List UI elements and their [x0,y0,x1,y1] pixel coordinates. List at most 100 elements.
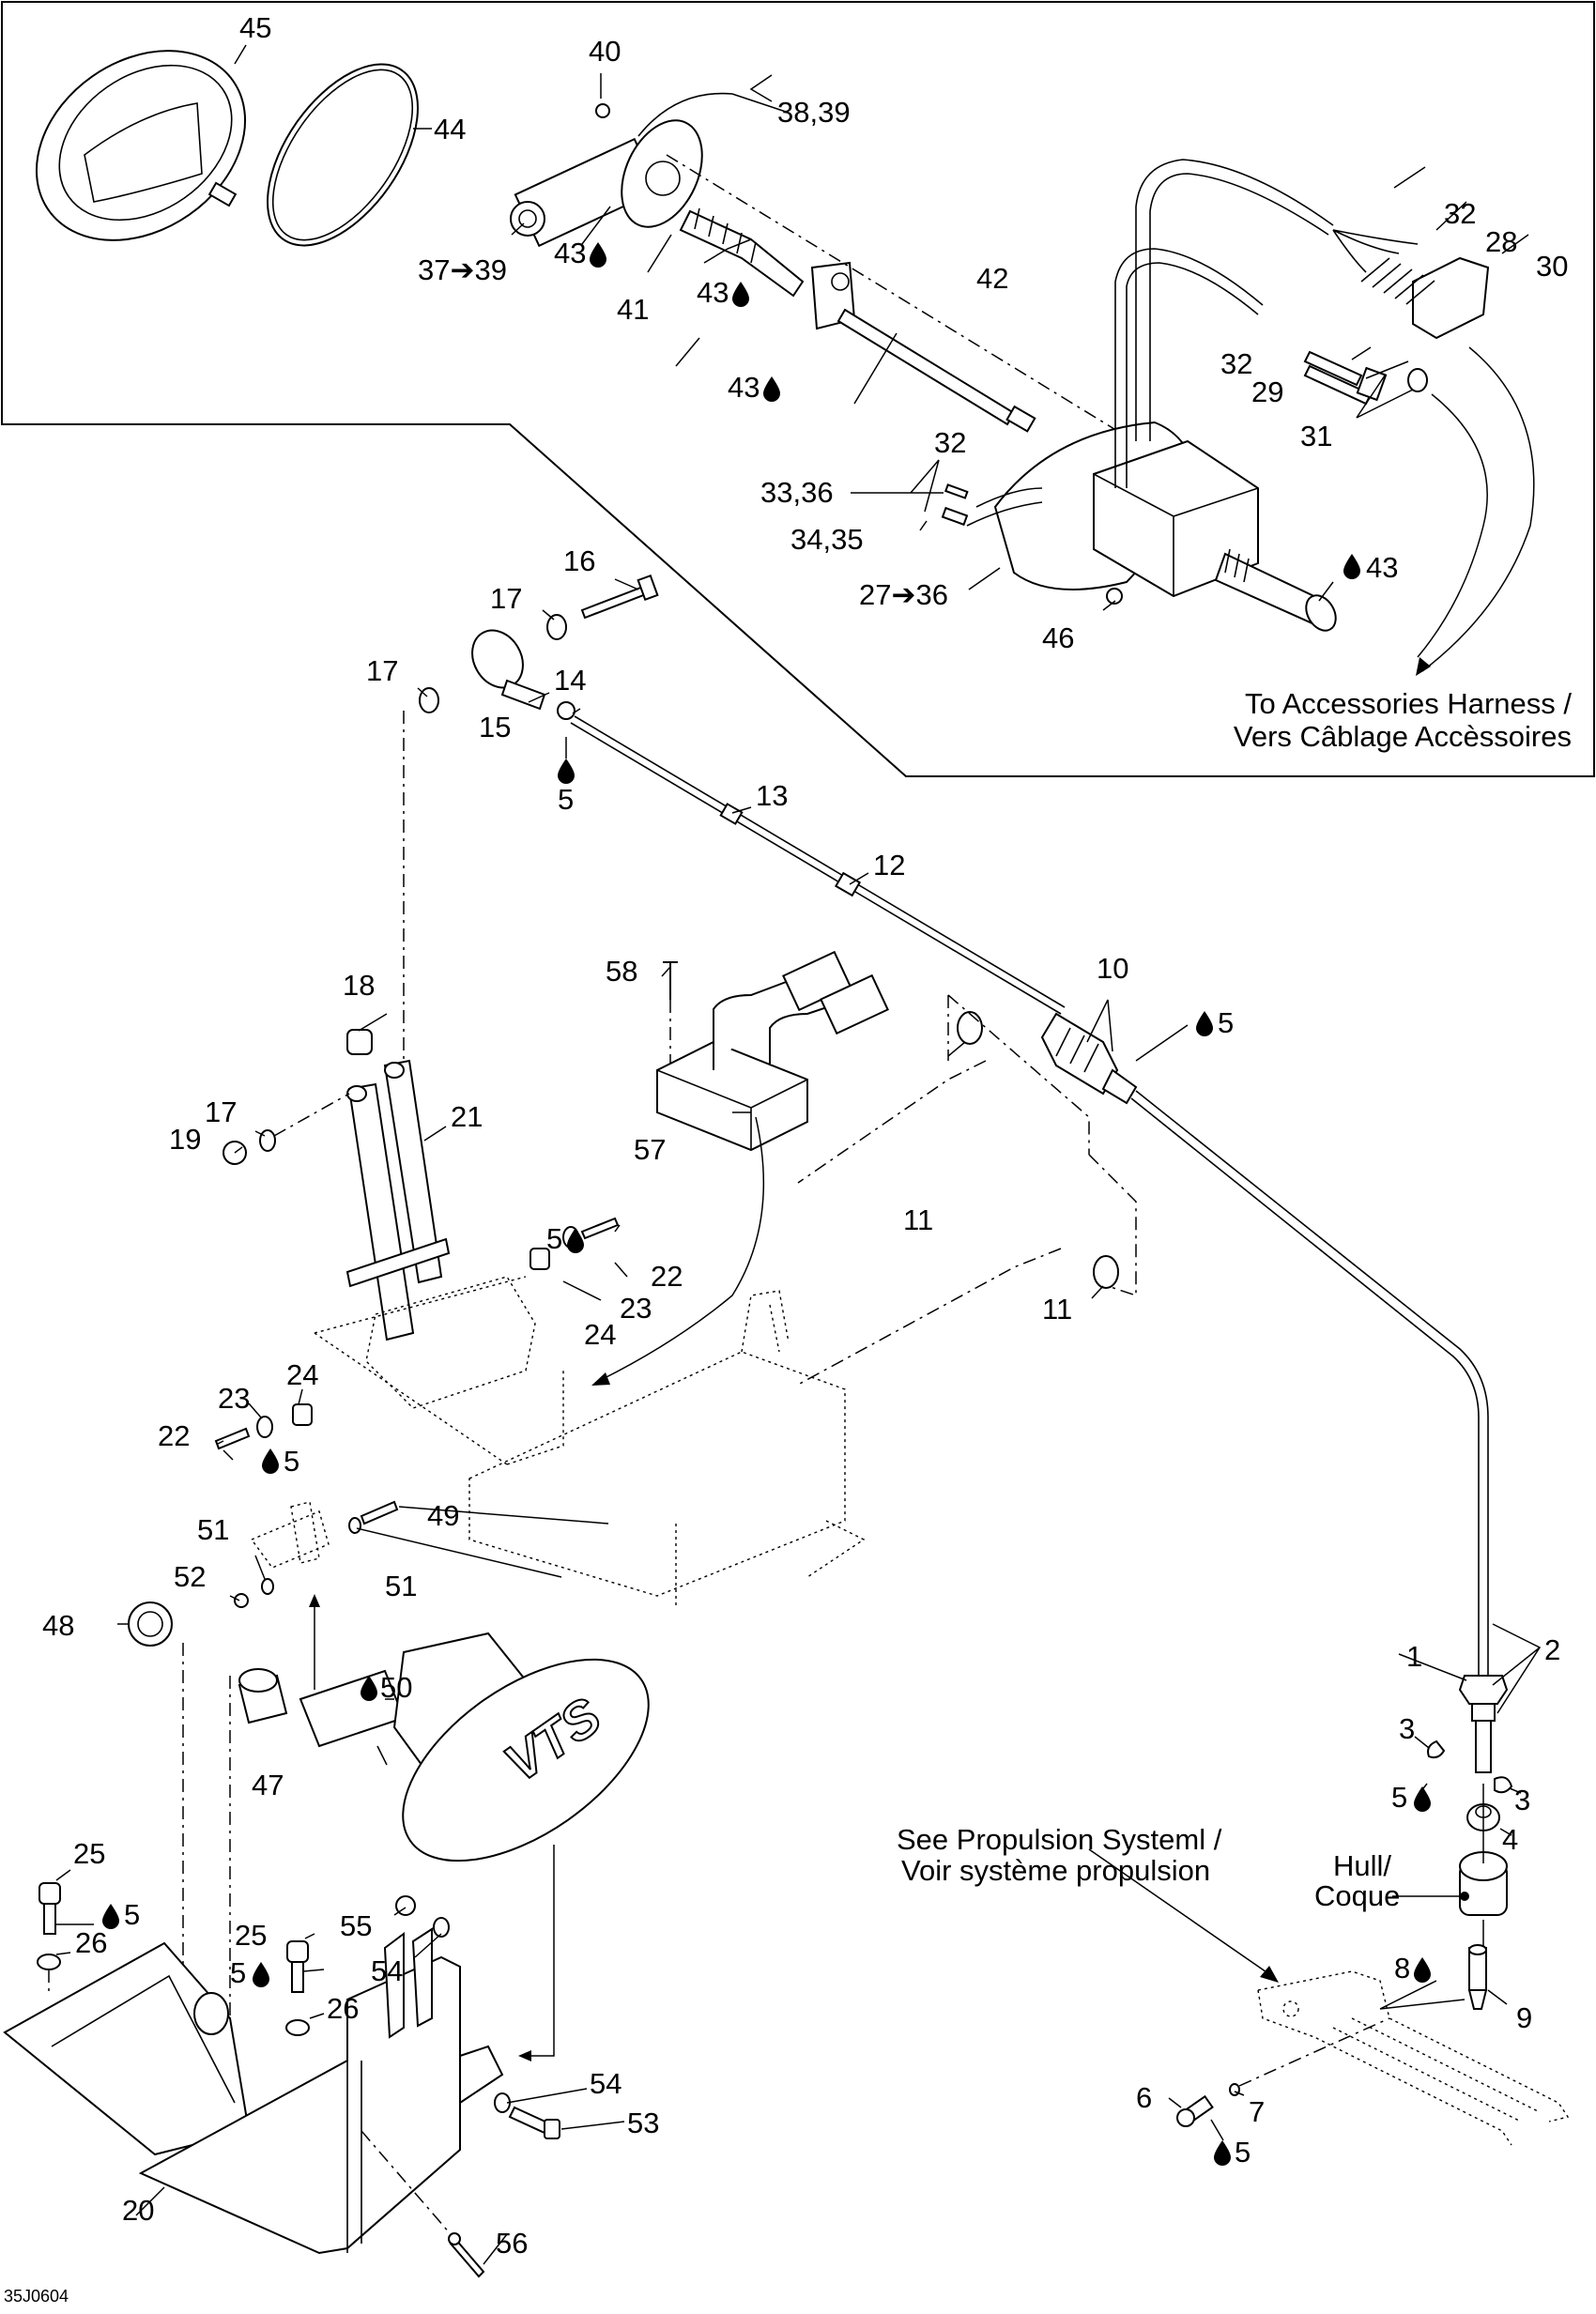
callout-5e: 5 [1391,1781,1431,1814]
screw-axis-dash [1238,2017,1390,2087]
part-2-cable-outer [1130,1090,1489,1676]
part-23-washer-b [256,1416,273,1438]
part-25-bolt-b [286,1940,309,1993]
svg-text:5: 5 [1391,1781,1407,1814]
callout-3b: 3 [1514,1784,1530,1816]
linkage-dash-line [389,711,405,1071]
svg-text:3: 3 [1399,1712,1415,1745]
svg-text:12: 12 [873,849,905,881]
knob-routing-arrow [526,1845,555,2057]
svg-text:21: 21 [451,1100,483,1133]
callout-5d: 5 [262,1445,299,1478]
part-25-bolt-a [38,1882,61,1935]
svg-text:43: 43 [697,276,729,309]
part-22-bolt-b [214,1427,251,1450]
part-44-gasket [267,63,419,247]
svg-text:5: 5 [230,1956,246,1989]
steering-bracket-ghost [314,1276,866,1605]
part-52-nut [234,1593,249,1608]
callout-50: 50 [361,1671,412,1704]
svg-text:5: 5 [1235,2136,1251,2168]
svg-text:54: 54 [590,2067,622,2100]
callout-5h: 5 [230,1956,269,1989]
leader-lines [55,44,1542,2265]
svg-text:37➔39: 37➔39 [418,253,507,286]
drop-icon [558,759,575,784]
svg-text:9: 9 [1516,2001,1532,2034]
svg-text:Hull/: Hull/ [1333,1849,1391,1882]
part-18-bushing [346,1029,373,1055]
svg-text:51: 51 [197,1513,229,1546]
svg-text:38,39: 38,39 [777,96,851,129]
svg-text:3: 3 [1514,1784,1530,1816]
note-accessories-harness: To Accessories Harness / Vers Câblage Ac… [1234,687,1573,753]
callout-29: 29 [1251,375,1283,408]
callout-15: 15 [479,711,511,743]
shaft-dash-vertical [182,1643,231,2028]
arrowhead [1260,1966,1279,1983]
note-propulsion-system: See Propulsion Systeml / Voir système pr… [897,1823,1222,1887]
svg-text:45: 45 [239,11,271,44]
callout-5f: 5 [1214,2136,1251,2168]
part-30-connector [1412,256,1490,340]
callout-53: 53 [627,2107,659,2139]
part-45-gauge-bezel [35,50,247,241]
callout-22a: 22 [651,1260,683,1293]
drop-icon [1414,1957,1431,1983]
svg-text:17: 17 [205,1096,237,1128]
bracket-dash-lines [797,994,1137,1386]
svg-text:51: 51 [385,1570,417,1602]
part-10-cable-fitting [1040,1012,1138,1105]
arrowhead [1416,657,1431,676]
arrowhead [591,1372,610,1386]
callout-22b: 22 [158,1419,190,1452]
svg-text:23: 23 [620,1292,652,1325]
svg-text:58: 58 [606,955,637,988]
callout-14: 14 [554,664,586,697]
svg-text:46: 46 [1042,621,1074,654]
svg-text:17: 17 [366,654,398,687]
callout-43d: 43 [1343,551,1398,584]
svg-text:48: 48 [42,1609,74,1642]
propulsion-nozzle-ghost [1257,1970,1570,2146]
callout-31: 31 [1300,420,1332,452]
callout-6: 6 [1136,2081,1152,2114]
svg-text:32: 32 [1444,197,1476,230]
svg-text:52: 52 [174,1560,206,1593]
svg-text:24: 24 [584,1318,616,1351]
drop-icon [763,376,780,402]
drop-icon [732,282,749,307]
callout-55: 55 [340,1909,372,1942]
part-54-washer-a [433,1917,450,1938]
callout-17c: 17 [205,1096,237,1128]
part-29-connector-pins [1303,350,1373,406]
callout-5a: 5 [558,759,575,816]
part-49-bolt [360,1500,399,1525]
part-26-washer-a [37,1954,61,1970]
callout-27-36: 27➔36 [859,578,948,611]
arrowhead [309,1594,320,1607]
svg-text:15: 15 [479,711,511,743]
part-42-shaft [836,308,1036,433]
callout-16: 16 [563,544,595,577]
svg-text:28: 28 [1485,225,1517,258]
svg-text:29: 29 [1251,375,1283,408]
callout-5c: 5 [546,1222,584,1255]
callout-51a: 51 [197,1513,229,1546]
callout-19: 19 [169,1123,201,1156]
svg-text:19: 19 [169,1123,201,1156]
callout-54b: 54 [590,2067,622,2100]
part-13-push-pull-cable [570,715,1066,1015]
svg-text:53: 53 [627,2107,659,2139]
callout-32c: 32 [934,426,966,459]
part-51-washer-b [261,1578,274,1595]
svg-text:49: 49 [427,1499,459,1532]
drop-icon [590,242,606,268]
svg-text:55: 55 [340,1909,372,1942]
callout-4: 4 [1502,1823,1518,1856]
part-3-clips [1427,1739,1513,1794]
part-46-nut [1106,588,1123,605]
svg-text:4: 4 [1502,1823,1518,1856]
callout-24a: 24 [584,1318,616,1351]
